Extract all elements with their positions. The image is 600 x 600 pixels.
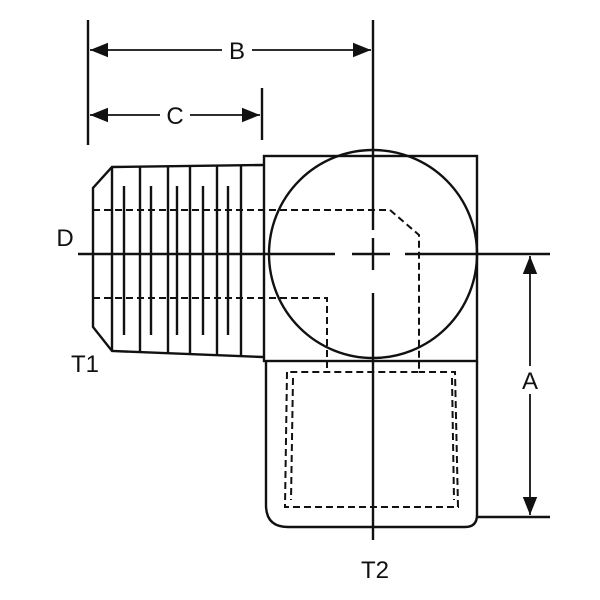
label-b: B [229,38,245,65]
label-a: A [522,368,538,395]
dimension-b: B [86,20,371,145]
label-t2: T2 [361,557,389,584]
dimension-c: C [90,88,264,140]
label-c: C [166,103,183,130]
label-d: D [56,225,73,252]
male-thread-end [91,163,264,359]
female-end [264,361,479,529]
hidden-passage [93,209,460,508]
label-t1: T1 [71,351,99,378]
center-lines [78,20,550,540]
dimension-a: A [477,256,550,519]
